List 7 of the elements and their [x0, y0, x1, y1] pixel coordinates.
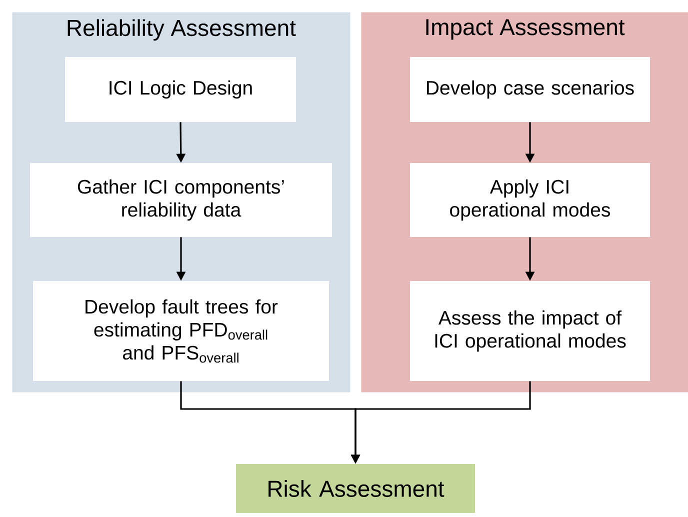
step-box: Assess the impact of ICI operational modes	[410, 281, 650, 381]
step-box: Develop fault trees for estimating PFD$_{overall}$ and PFS$_{overall}$	[33, 281, 329, 381]
result-box: Risk Assessment	[236, 464, 475, 513]
step-box: ICI Logic Design	[65, 57, 296, 122]
step-box: Gather ICI components’ reliability data	[30, 163, 332, 237]
step-box: Develop case scenarios	[410, 57, 650, 122]
step-box: Apply ICI operational modes	[410, 163, 650, 237]
